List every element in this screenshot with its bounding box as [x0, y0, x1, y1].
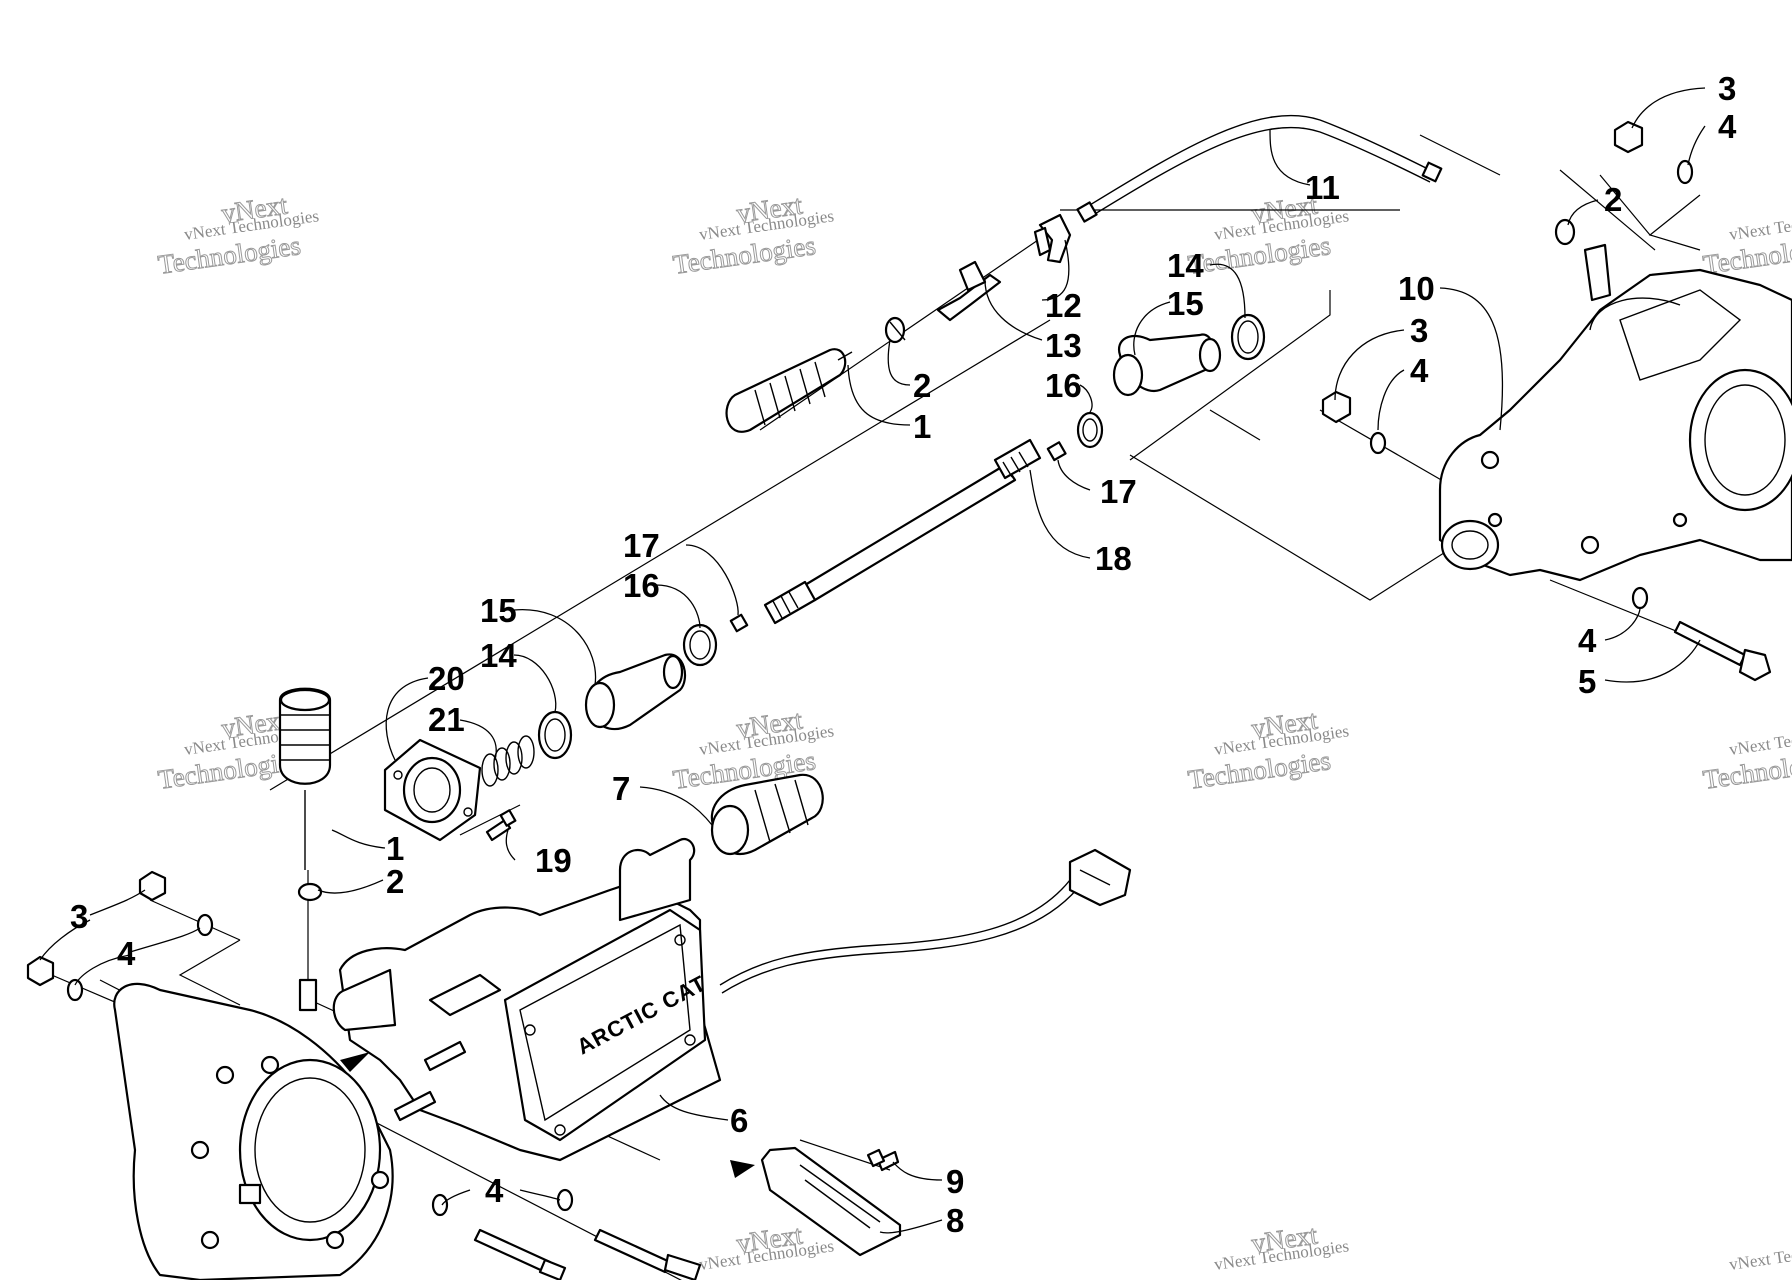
callout-label: 16: [623, 567, 660, 604]
callout-label: 3: [1718, 70, 1736, 107]
shift-cable: [1076, 114, 1443, 223]
callout-label: 4: [1718, 108, 1737, 145]
middle-clamp: [537, 710, 573, 760]
callout-label: 11: [1305, 169, 1340, 206]
callout-label: 1: [913, 408, 931, 445]
bearing-flange: [383, 738, 482, 842]
callout-label: 7: [612, 770, 630, 807]
cable-clip: [1033, 213, 1072, 264]
watermark: vNext Technologies: [1728, 1236, 1792, 1274]
callout-label: 6: [730, 1102, 748, 1139]
hairpin-clip: [297, 882, 323, 902]
rear-gear-case: [1438, 243, 1792, 582]
callouts: 3 4 2 11 12 13 2 1 14 15 16 17 18 10 3 4…: [70, 70, 1737, 1239]
hairpin-clip-right: [1554, 218, 1576, 246]
callout-label: 2: [1604, 181, 1622, 218]
callout-label: 17: [623, 527, 660, 564]
callout-label: 1: [386, 830, 404, 867]
callout-label: 19: [535, 842, 572, 879]
watermark-text: vNext Technologies: [1728, 1236, 1792, 1274]
callout-label: 14: [480, 637, 517, 674]
watermark: vNext Technologies Technologies: [1701, 206, 1792, 280]
callout-label: 14: [1167, 247, 1204, 284]
callout-label: 10: [1398, 270, 1435, 307]
watermark: vNext Technologies vNext Technologies: [1186, 704, 1350, 795]
callout-label: 4: [117, 935, 136, 972]
wire-harness: [719, 848, 1132, 994]
watermark: vNext Technologies Technologies: [1701, 721, 1792, 795]
watermarks: vNext Technologies vNext Technologies vN…: [156, 189, 1792, 1274]
hairpin-clip: [884, 316, 906, 344]
lower-bolts: [431, 1188, 702, 1280]
watermark: vNext Technologies vNext Technologies: [156, 189, 320, 280]
callout-label: 15: [1167, 285, 1204, 322]
callout-label: 21: [428, 701, 465, 738]
middle-boot: [584, 653, 687, 731]
transmission-housing: ARCTIC CAT: [332, 837, 722, 1162]
upper-clamp: [1230, 313, 1266, 361]
leader-lines: [39, 87, 1706, 1234]
callout-label: 2: [913, 367, 931, 404]
callout-label: 3: [70, 898, 88, 935]
callout-label: 4: [485, 1172, 504, 1209]
bracket: [730, 1146, 902, 1257]
callout-label: 17: [1100, 473, 1137, 510]
callout-label: 8: [946, 1202, 964, 1239]
boot-7: [710, 773, 824, 856]
callout-label: 3: [1410, 312, 1428, 349]
upper-boot: [1112, 333, 1222, 397]
callout-label: 4: [1410, 352, 1429, 389]
callout-label: 16: [1045, 367, 1082, 404]
bracket-screw: [866, 1148, 900, 1172]
rod-end: [936, 260, 1002, 322]
upper-bearing: [1076, 411, 1104, 449]
arrow-pointer: [340, 1052, 370, 1072]
drive-shaft: [729, 438, 1042, 633]
bolt-5: [1673, 620, 1772, 682]
middle-bearing: [682, 623, 718, 667]
watermark: vNext Technologies vNext: [1213, 1219, 1350, 1274]
dust-boot-vertical: [278, 687, 332, 870]
watermark: vNext Technologies vNext Technologies: [671, 189, 835, 280]
callout-label: 12: [1045, 287, 1082, 324]
callout-label: 4: [1578, 622, 1597, 659]
callout-label: 9: [946, 1163, 964, 1200]
callout-label: 15: [480, 592, 517, 629]
callout-label: 20: [428, 660, 465, 697]
flange-screw: [485, 809, 517, 842]
callout-label: 2: [386, 863, 404, 900]
callout-label: 5: [1578, 663, 1596, 700]
callout-label: 13: [1045, 327, 1082, 364]
spring: [481, 735, 535, 787]
callout-label: 18: [1095, 540, 1132, 577]
watermark: vNext Technologies vNext: [698, 1219, 835, 1274]
upper-nut: [1046, 441, 1067, 462]
dust-boot: [725, 348, 853, 433]
front-gear-case: [113, 978, 394, 1280]
